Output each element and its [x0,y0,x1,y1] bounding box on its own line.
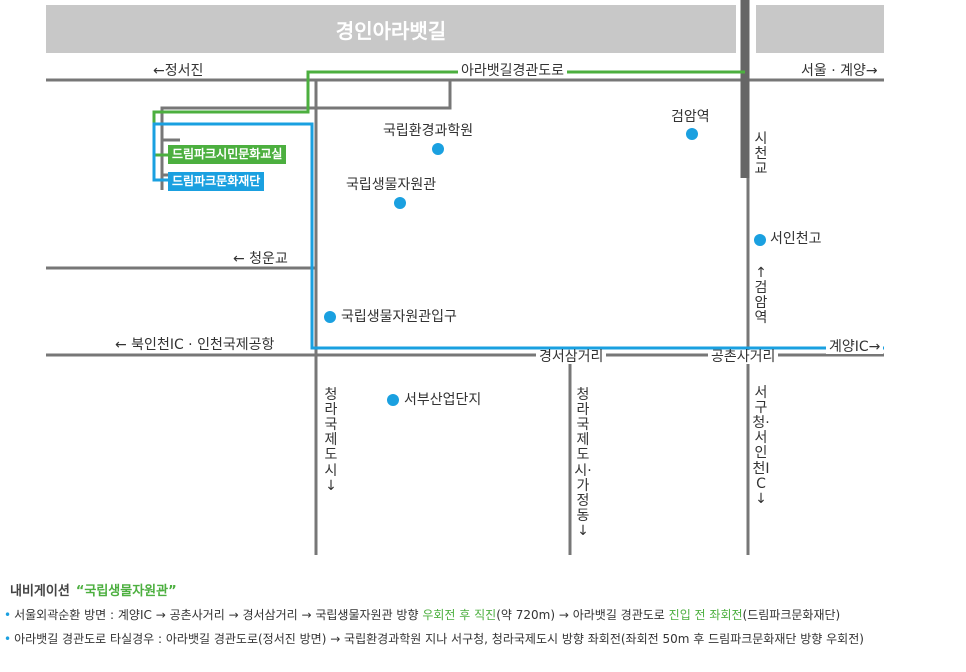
line1-part-b: 우회전 후 직진 [422,608,497,622]
line1-part-e: (드림파크문화재단) [742,608,841,622]
line1-part-d: 진입 전 좌회전 [668,608,743,622]
label-jeongseojin: ←정서진 [150,64,207,78]
label-cheongna-mid: 청라국제도시·가정동↓ [574,387,592,540]
navigation-heading: 내비게이션 “국립생물자원관” [10,580,177,599]
poi-geomam-station-marker [686,128,698,140]
label-geomam-road: ↑검암역 [752,265,770,327]
label-seoincheon-hs: 서인천고 [770,231,822,247]
poi-seobu-industrial-marker [387,394,399,406]
label-cheongna-left: 청라국제도시↓ [322,387,340,494]
navigation-line-2: •아라뱃길 경관도로 타실경우 : 아라뱃길 경관도로(정서진 방면) → 국립… [4,630,864,647]
badge-dreampark-class: 드림파크시민문화교실 [168,145,287,164]
canal-title: 경인아라뱃길 [46,5,736,53]
road-dreampark-access [160,80,452,190]
poi-bio-entrance-marker [324,311,336,323]
poi-env-institute-marker [432,143,444,155]
label-gyeyang-ic: 계양IC→ [826,340,884,354]
label-bukincheon: ← 북인천IC · 인천국제공항 [112,338,278,352]
label-geomam-station: 검암역 [671,109,710,125]
route-blue [152,122,884,350]
navigation-heading-text: 내비게이션 [10,584,70,599]
navigation-line-1: •서울외곽순환 방면 : 계양IC → 공촌사거리 → 경서삼거리 → 국립생물… [4,606,840,623]
label-cheongungyo: ← 청운교 [230,252,291,266]
label-gongchon: 공촌사거리 [708,350,779,364]
canal-segment-right [756,5,884,53]
label-sicheongyo: 시천교 [754,131,768,178]
poi-bio-museum-marker [394,197,406,209]
route-green [152,70,745,157]
poi-seoincheon-hs-marker [754,234,766,246]
navigation-destination: “국립생물자원관” [75,584,177,599]
bullet-icon: • [4,608,12,622]
badge-dreampark-foundation: 드림파크문화재단 [168,172,265,191]
bullet-icon: • [4,632,12,646]
label-env-institute: 국립환경과학원 [383,123,474,139]
label-bio-museum: 국립생물자원관 [346,177,437,193]
line2-text: 아라뱃길 경관도로 타실경우 : 아라뱃길 경관도로(정서진 방면) → 국립환… [14,632,864,646]
label-seoul-gyeyang: 서울 · 계양→ [798,64,881,78]
label-seobu-industrial: 서부산업단지 [404,392,482,408]
label-seogu: 서구청·서인천IC↓ [752,385,770,507]
route-map: 경인아라뱃길 ←정서진 아라뱃길경관도로 서울 · 계양→ ← 청운교 ← 북인… [46,0,884,555]
label-arabaetgil-road: 아라뱃길경관도로 [458,64,568,78]
line1-part-c: (약 720m) → 아라뱃길 경관도로 [496,608,669,622]
label-gyeongseo: 경서삼거리 [536,350,607,364]
label-bio-entrance: 국립생물자원관입구 [341,309,457,325]
line1-part-a: 서울외곽순환 방면 : 계양IC → 공촌사거리 → 경서삼거리 → 국립생물자… [14,608,423,622]
map-roads [46,0,884,555]
